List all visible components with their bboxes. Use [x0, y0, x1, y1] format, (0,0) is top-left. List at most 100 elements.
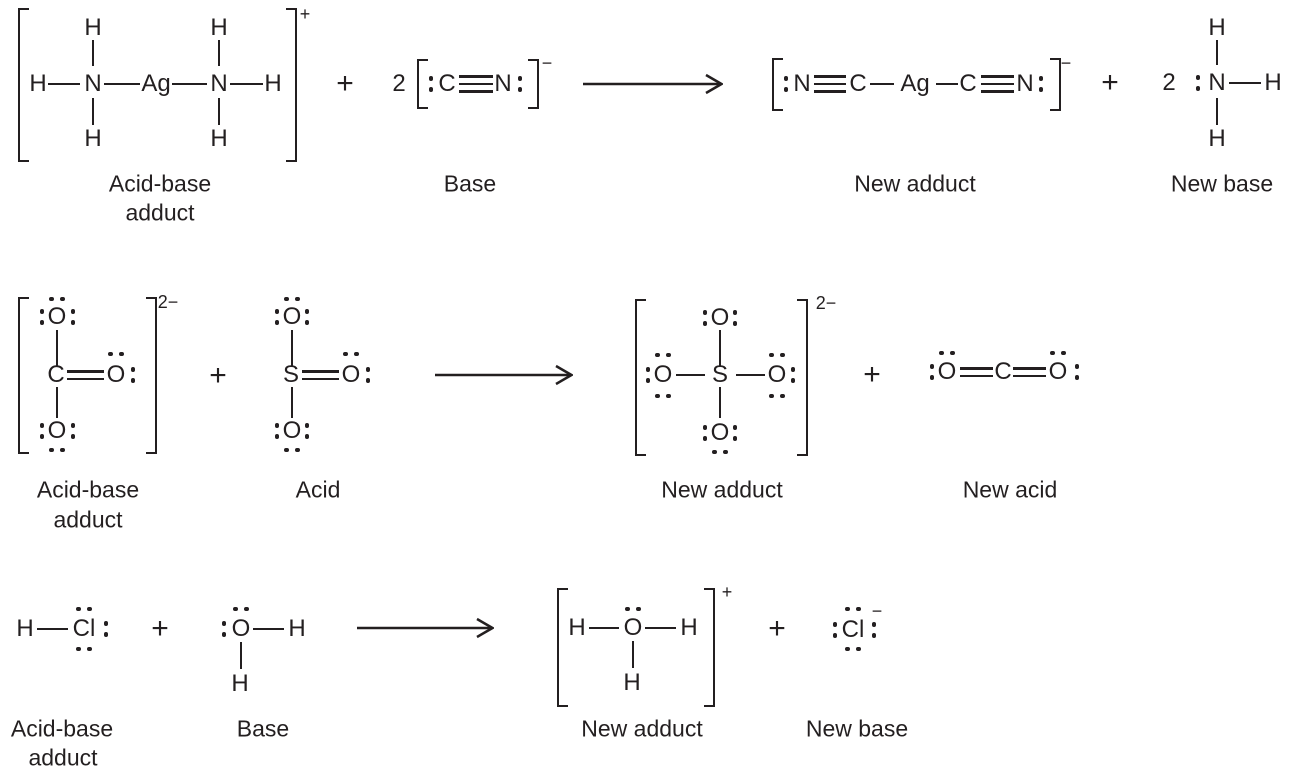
single-bond [676, 373, 705, 377]
species-label: New adduct [854, 170, 976, 197]
lone-pair [871, 622, 877, 638]
lone-pair [790, 367, 796, 383]
right-bracket [1050, 58, 1061, 111]
electron-dot [49, 296, 54, 302]
electron-dot [845, 606, 850, 612]
lone-pair [233, 606, 249, 612]
charge-label: − [871, 601, 883, 621]
electron-dot [304, 423, 310, 428]
atom-h: H [1208, 14, 1226, 41]
electron-dot [856, 646, 861, 652]
lone-pair [108, 351, 124, 357]
electron-dot [221, 621, 227, 626]
atom-h: H [210, 125, 228, 152]
electron-dot [233, 606, 238, 612]
electron-dot [76, 606, 81, 612]
lone-pair [702, 425, 708, 441]
electron-dot [274, 434, 280, 439]
electron-dot [1061, 350, 1066, 356]
electron-dot [929, 364, 935, 369]
atom-o: O [341, 361, 361, 388]
electron-dot [304, 320, 310, 325]
species-label: Acid-base [10, 715, 114, 742]
electron-dot [244, 606, 249, 612]
electron-dot [295, 447, 300, 453]
electron-dot [304, 309, 310, 314]
atom-h: H [210, 14, 228, 41]
lone-pair [1074, 364, 1080, 380]
lone-pair [845, 606, 861, 612]
electron-dot [702, 310, 708, 315]
species-label: Acid-base [36, 476, 140, 503]
triple-bond [981, 75, 1014, 93]
electron-dot [645, 378, 651, 383]
lone-pair [103, 621, 109, 637]
bond-line [814, 82, 846, 86]
lone-pair [49, 296, 65, 302]
electron-dot [780, 352, 785, 358]
charge-label: − [541, 53, 553, 73]
lone-pair [221, 621, 227, 637]
left-bracket [635, 299, 646, 456]
triple-bond [814, 75, 846, 93]
atom-c: C [959, 70, 977, 97]
atom-h: H [84, 14, 102, 41]
electron-dot [1050, 350, 1055, 356]
right-bracket [286, 8, 297, 162]
electron-dot [70, 434, 76, 439]
lone-pair [76, 606, 92, 612]
atom-h: H [288, 615, 306, 642]
electron-dot [60, 296, 65, 302]
plus-operator: + [863, 358, 881, 391]
lone-pair [130, 367, 136, 383]
electron-dot [856, 606, 861, 612]
atom-o: O [937, 358, 957, 385]
lone-pair [274, 423, 280, 439]
species-label: New adduct [661, 476, 783, 503]
reaction-arrow [435, 362, 574, 388]
electron-dot [625, 606, 630, 612]
electron-dot [780, 393, 785, 399]
atom-o: O [231, 615, 251, 642]
electron-dot [428, 76, 434, 81]
atom-h: H [680, 614, 698, 641]
bond-line [1013, 367, 1046, 370]
lone-pair [645, 367, 651, 383]
lone-pair [1038, 76, 1044, 92]
electron-dot [517, 76, 523, 81]
lone-pair [625, 606, 641, 612]
electron-dot [39, 320, 45, 325]
lone-pair [517, 76, 523, 92]
atom-n: N [1208, 69, 1226, 96]
electron-dot [284, 447, 289, 453]
left-bracket [18, 297, 29, 454]
atom-o: O [1048, 358, 1068, 385]
atom-o: O [710, 304, 730, 331]
left-bracket [18, 8, 29, 162]
electron-dot [39, 309, 45, 314]
lone-pair [732, 425, 738, 441]
single-bond [645, 626, 676, 630]
species-label: New acid [962, 476, 1058, 503]
atom-n: N [793, 70, 811, 97]
lone-pair [274, 309, 280, 325]
double-bond [960, 367, 993, 377]
bond-line [960, 374, 993, 377]
electron-dot [1195, 86, 1201, 91]
left-bracket [557, 588, 568, 707]
lone-pair [70, 423, 76, 439]
species-label: Acid-base [108, 170, 212, 197]
lone-pair [939, 350, 955, 356]
electron-dot [702, 425, 708, 430]
right-bracket [146, 297, 157, 454]
lone-pair [70, 309, 76, 325]
bond-line [814, 90, 846, 93]
lone-pair [304, 309, 310, 325]
plus-operator: + [151, 612, 169, 645]
single-bond [290, 330, 294, 366]
charge-label: 2− [815, 293, 837, 313]
single-bond [91, 98, 95, 125]
atom-o: O [767, 361, 787, 388]
electron-dot [871, 633, 877, 638]
species-label: New adduct [581, 715, 703, 742]
